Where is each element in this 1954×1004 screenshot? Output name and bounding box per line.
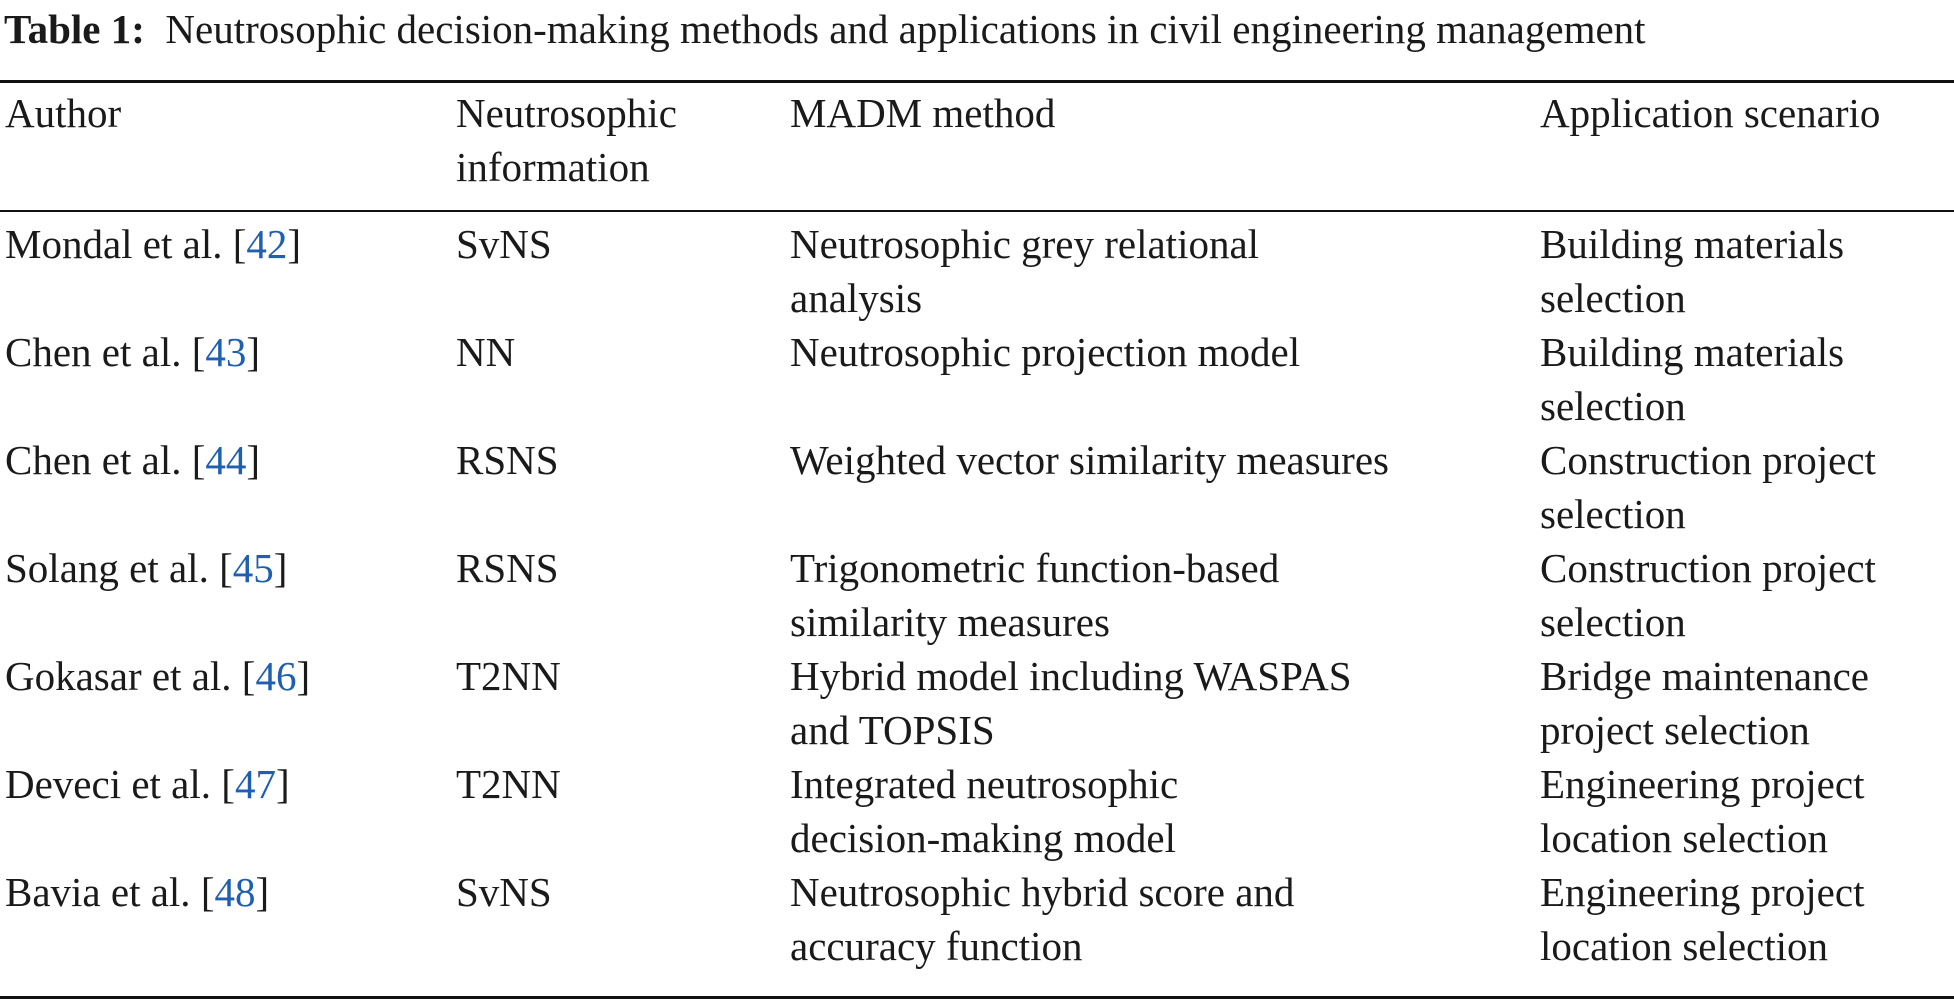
table-row-author: Bavia et al. [48] xyxy=(5,869,270,915)
table-row-author: Deveci et al. [47] xyxy=(5,761,290,807)
table-row-info: SvNS xyxy=(456,869,552,915)
author-name: Mondal et al. xyxy=(5,221,223,267)
table-row-info: RSNS xyxy=(456,437,559,483)
table-row-application: Engineering project location selection xyxy=(1540,757,1864,865)
table-row-author: Mondal et al. [42] xyxy=(5,221,302,267)
table-row-author: Chen et al. [43] xyxy=(5,329,261,375)
author-name: Gokasar et al. xyxy=(5,653,232,699)
caption-label: Table 1: xyxy=(4,6,145,52)
reference-link[interactable]: 45 xyxy=(232,545,274,591)
author-name: Bavia et al. xyxy=(5,869,191,915)
reference-link[interactable]: 42 xyxy=(246,221,288,267)
table-caption: Table 1: Neutrosophic decision-making me… xyxy=(4,0,1646,58)
table-row-author: Solang et al. [45] xyxy=(5,545,288,591)
reference-link[interactable]: 46 xyxy=(255,653,297,699)
author-name: Deveci et al. xyxy=(5,761,212,807)
reference-link[interactable]: 44 xyxy=(205,437,247,483)
reference-link[interactable]: 43 xyxy=(205,329,247,375)
application-line: Bridge maintenance xyxy=(1540,653,1870,699)
reference-link[interactable]: 47 xyxy=(234,761,276,807)
table-row-application: Engineering project location selection xyxy=(1540,865,1864,973)
top-rule xyxy=(0,80,1954,83)
application-line: selection xyxy=(1540,383,1686,429)
table-row-application: Bridge maintenance project selection xyxy=(1540,649,1869,757)
application-line: Building materials xyxy=(1540,329,1845,375)
table-row-method: Integrated neutrosophic decision-making m… xyxy=(790,757,1178,865)
method-line: decision-making model xyxy=(790,815,1176,861)
table-row-author: Gokasar et al. [46] xyxy=(5,653,311,699)
method-line: Integrated neutrosophic xyxy=(790,761,1179,807)
table-row-author: Chen et al. [44] xyxy=(5,437,261,483)
application-line: Engineering project xyxy=(1540,869,1865,915)
table-row-application: Construction project selection xyxy=(1540,433,1876,541)
application-line: selection xyxy=(1540,275,1686,321)
application-line: project selection xyxy=(1540,707,1810,753)
author-name: Solang et al. xyxy=(5,545,209,591)
author-name: Chen et al. xyxy=(5,329,182,375)
table-row-method: Neutrosophic projection model xyxy=(790,325,1300,379)
table-row-application: Building materials selection xyxy=(1540,325,1844,433)
method-line: and TOPSIS xyxy=(790,707,995,753)
method-line: Hybrid model including WASPAS xyxy=(790,653,1352,699)
caption-text: Neutrosophic decision-making methods and… xyxy=(165,6,1646,52)
method-line: accuracy function xyxy=(790,923,1083,969)
table-row-info: T2NN xyxy=(456,653,561,699)
method-line: similarity measures xyxy=(790,599,1110,645)
method-line: Neutrosophic projection model xyxy=(790,329,1301,375)
table-row-method: Trigonometric function-based similarity m… xyxy=(790,541,1279,649)
application-line: location selection xyxy=(1540,815,1829,861)
table-row-application: Construction project selection xyxy=(1540,541,1876,649)
application-line: selection xyxy=(1540,599,1686,645)
header-info-line2: information xyxy=(456,144,650,190)
table-row-application: Building materials selection xyxy=(1540,217,1844,325)
table-row-method: Neutrosophic grey relational analysis xyxy=(790,217,1259,325)
reference-link[interactable]: 48 xyxy=(214,869,256,915)
table-row-info: SvNS xyxy=(456,221,552,267)
application-line: Construction project xyxy=(1540,545,1876,591)
application-line: selection xyxy=(1540,491,1686,537)
table-row-method: Weighted vector similarity measures xyxy=(790,433,1389,487)
author-name: Chen et al. xyxy=(5,437,182,483)
header-info-line1: Neutrosophic xyxy=(456,90,677,136)
method-line: Neutrosophic grey relational xyxy=(790,221,1260,267)
method-line: Trigonometric function-based xyxy=(790,545,1280,591)
header-rule xyxy=(0,210,1954,212)
table-row-info: NN xyxy=(456,329,516,375)
header-author: Author xyxy=(5,90,122,136)
table-row-method: Neutrosophic hybrid score and accuracy fu… xyxy=(790,865,1294,973)
table-row-method: Hybrid model including WASPAS and TOPSIS xyxy=(790,649,1352,757)
bottom-rule xyxy=(0,996,1954,999)
application-line: Building materials xyxy=(1540,221,1845,267)
method-line: Weighted vector similarity measures xyxy=(790,437,1389,483)
application-line: location selection xyxy=(1540,923,1829,969)
table-row-info: RSNS xyxy=(456,545,559,591)
application-line: Engineering project xyxy=(1540,761,1865,807)
method-line: analysis xyxy=(790,275,923,321)
header-madm-method: MADM method xyxy=(790,90,1056,136)
application-line: Construction project xyxy=(1540,437,1876,483)
header-neutrosophic-information: Neutrosophic information xyxy=(456,86,677,194)
header-application-scenario: Application scenario xyxy=(1540,90,1881,136)
table-row-info: T2NN xyxy=(456,761,561,807)
method-line: Neutrosophic hybrid score and xyxy=(790,869,1295,915)
